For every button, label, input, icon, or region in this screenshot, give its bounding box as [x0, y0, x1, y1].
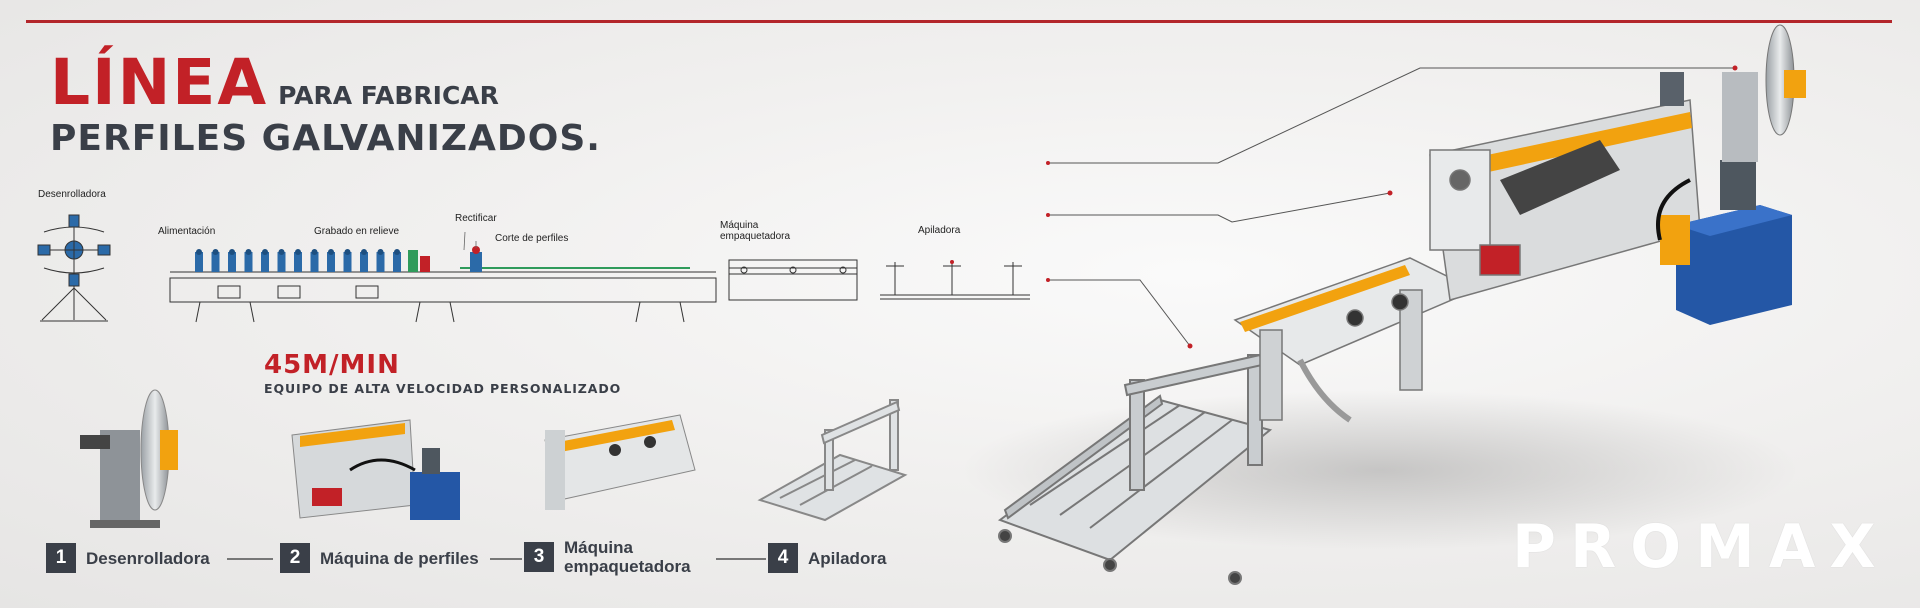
- roll-station-cap: [196, 249, 202, 255]
- diagram-stacker: [880, 260, 1030, 300]
- roll-station: [360, 252, 368, 272]
- roll-station: [327, 252, 335, 272]
- step-connector: [490, 558, 522, 560]
- roll-station: [376, 252, 385, 272]
- roll-station: [343, 252, 352, 272]
- roll-station: [244, 252, 253, 272]
- main-packing-machine: [1233, 257, 1477, 423]
- label-alimentacion: Alimentación: [158, 226, 216, 237]
- headline-sub: PERFILES GALVANIZADOS.: [50, 118, 601, 159]
- headline-big: LÍNEA: [50, 46, 269, 119]
- roll-station: [228, 252, 236, 272]
- step-label-group: Máquina empaquetadora: [564, 538, 691, 576]
- callout-lines: [1046, 65, 1738, 349]
- main-forming-machine: [1429, 99, 1701, 301]
- step-number: 2: [280, 543, 310, 573]
- roll-station-cap: [245, 249, 252, 255]
- step-3: 3 Máquina empaquetadora: [524, 538, 691, 576]
- roll-station-cap: [229, 249, 235, 255]
- roll-station-cap: [262, 249, 268, 255]
- step-number: 1: [46, 543, 76, 573]
- brand-logo: PROMAX: [1512, 512, 1890, 582]
- roll-station-cap: [344, 249, 351, 255]
- roll-station: [261, 252, 269, 272]
- step-1: 1 Desenrolladora: [46, 543, 210, 573]
- diagram-decoiler: [37, 214, 111, 322]
- step-label: Máquina: [564, 538, 633, 557]
- roll-station-cap: [361, 249, 367, 255]
- label-desenrolladora: Desenrolladora: [38, 189, 106, 200]
- speed-value: 45M/MIN: [264, 350, 400, 380]
- roll-station: [277, 252, 286, 272]
- roll-station: [310, 252, 319, 272]
- roll-station-cap: [394, 249, 400, 255]
- diagram-forming-line: [169, 267, 717, 323]
- label-maquina-1: Máquina: [720, 220, 759, 231]
- label-rectificar: Rectificar: [455, 213, 497, 224]
- step-4: 4 Apiladora: [768, 543, 886, 573]
- step-label: Desenrolladora: [86, 548, 210, 568]
- roll-station-cap: [328, 249, 334, 255]
- roll-station-cap: [295, 249, 301, 255]
- diagram-roll-stations: [195, 249, 401, 272]
- speed-subtitle: EQUIPO DE ALTA VELOCIDAD PERSONALIZADO: [264, 381, 622, 396]
- top-rule: [26, 20, 1892, 23]
- thumb-packing-machine: [544, 414, 696, 510]
- step-label-line2: empaquetadora: [564, 557, 691, 576]
- step-2: 2 Máquina de perfiles: [280, 543, 479, 573]
- roll-station: [393, 252, 401, 272]
- roll-station: [211, 252, 220, 272]
- thumb-forming-machine: [291, 419, 460, 520]
- label-grabado: Grabado en relieve: [314, 226, 400, 237]
- roll-station-cap: [377, 249, 384, 255]
- roll-station: [294, 252, 302, 272]
- diagram-pointer-lines: [463, 231, 477, 251]
- roll-station: [195, 252, 203, 272]
- step-connector: [227, 558, 273, 560]
- step-number: 4: [768, 543, 798, 573]
- label-apiladora: Apiladora: [918, 225, 961, 236]
- label-maquina-2: empaquetadora: [720, 231, 791, 242]
- label-corte: Corte de perfiles: [495, 233, 569, 244]
- diagram-cutter: [408, 246, 482, 272]
- main-decoiler: [1660, 24, 1806, 162]
- roll-station-cap: [278, 249, 285, 255]
- diagram-packing-machine: [728, 259, 858, 301]
- step-connector: [716, 558, 766, 560]
- step-label: Máquina de perfiles: [320, 548, 479, 568]
- headline-small: PARA FABRICAR: [278, 81, 499, 110]
- thumb-decoiler: [80, 389, 178, 528]
- roll-station-cap: [311, 249, 318, 255]
- thumb-stacker: [757, 399, 908, 522]
- roll-station-cap: [212, 249, 219, 255]
- step-number: 3: [524, 542, 554, 572]
- step-label: Apiladora: [808, 548, 887, 568]
- main-hydraulic-station: [1656, 160, 1792, 325]
